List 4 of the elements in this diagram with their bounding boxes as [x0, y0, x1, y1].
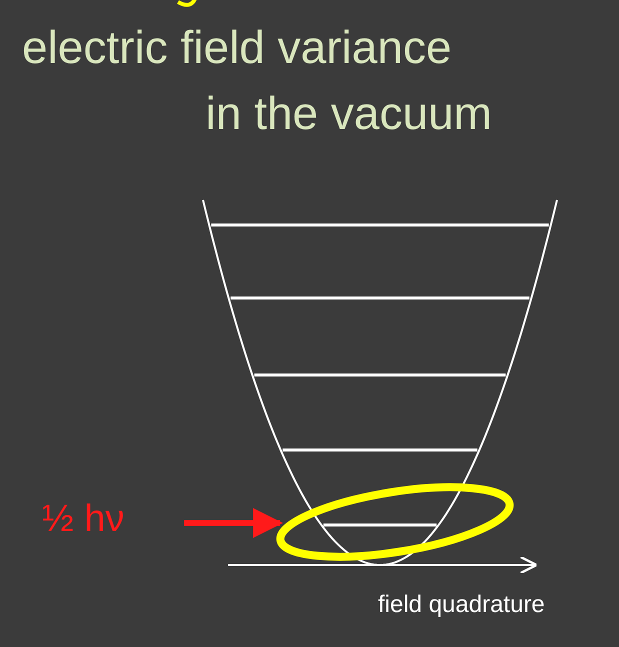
- axis-label: field quadrature: [378, 590, 545, 620]
- energy-label: ½ hν: [42, 497, 124, 541]
- title: electric field variance in the vacuum: [22, 20, 492, 141]
- arrow: [184, 508, 283, 538]
